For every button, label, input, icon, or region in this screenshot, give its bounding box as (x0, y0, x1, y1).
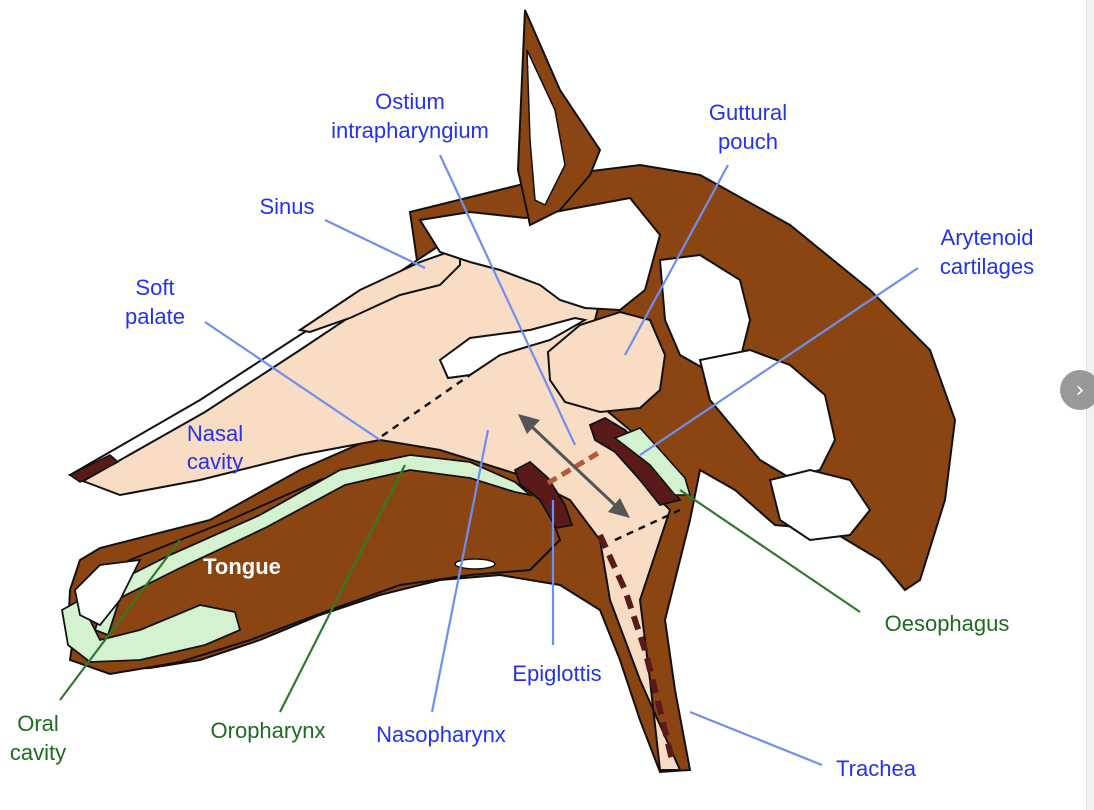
ear-inner (526, 49, 566, 207)
oral-mucosa (93, 454, 534, 637)
leader-ostium (439, 154, 576, 446)
labels: Ostium intrapharyngium Guttural pouch Si… (10, 89, 1034, 781)
label-soft-palate-line1: Soft (135, 275, 174, 300)
soft-palate-dashed (381, 373, 471, 438)
airflow-arrow (528, 423, 620, 510)
chevron-right-icon: › (1075, 377, 1085, 403)
hyoid-slot (454, 558, 496, 570)
oral-mucosa-tip (61, 598, 242, 663)
label-arytenoid-line2: cartilages (940, 254, 1034, 279)
cartilage-white-2 (698, 348, 837, 480)
leader-oesophagus (679, 489, 861, 613)
oesophagus-lining (613, 427, 692, 496)
leader-sinus (324, 219, 426, 269)
epiglottis-shape (513, 460, 574, 530)
leader-guttural (624, 164, 729, 356)
label-trachea: Trachea (836, 756, 917, 781)
label-oral-cavity-line1: Oral (17, 711, 59, 736)
label-nasal-cavity-line1: Nasal (187, 421, 243, 446)
arytenoid-shape (588, 416, 682, 507)
airflow-arrow-head-bottom (608, 498, 630, 518)
label-oropharynx: Oropharynx (211, 718, 326, 743)
ostium-dashed (546, 449, 602, 486)
label-soft-palate-line2: palate (125, 304, 185, 329)
soft-palate-shape (438, 316, 588, 380)
leader-oropharynx (279, 464, 406, 713)
label-nasopharynx: Nasopharynx (376, 722, 506, 747)
leader-lines (59, 154, 919, 767)
label-epiglottis: Epiglottis (512, 661, 601, 686)
leader-trachea (689, 710, 823, 767)
leader-arytenoid (639, 267, 919, 456)
next-slide-button[interactable]: › (1060, 370, 1094, 410)
trachea-rings (597, 533, 675, 761)
label-arytenoid-line1: Arytenoid (941, 225, 1034, 250)
leader-nasopharynx (430, 429, 490, 713)
oral-space (74, 558, 142, 627)
cartilage-white-3 (768, 468, 872, 542)
label-oral-cavity-line2: cavity (10, 740, 66, 765)
label-guttural-line1: Guttural (709, 100, 787, 125)
label-guttural-line2: pouch (718, 129, 778, 154)
label-nasal-cavity-line2: cavity (187, 449, 243, 474)
airflow-arrow-head-top (518, 414, 540, 434)
label-ostium-line1: Ostium (375, 89, 445, 114)
diagram-shapes (61, 9, 957, 774)
sinus-shape (297, 246, 461, 334)
leader-soft-palate (204, 321, 381, 441)
nasal-tip (68, 454, 120, 483)
label-ostium-line2: intrapharyngium (331, 118, 489, 143)
label-tongue: Tongue (203, 554, 281, 579)
leader-oral-cavity (59, 539, 181, 701)
label-sinus: Sinus (259, 194, 314, 219)
label-oesophagus: Oesophagus (885, 611, 1010, 636)
